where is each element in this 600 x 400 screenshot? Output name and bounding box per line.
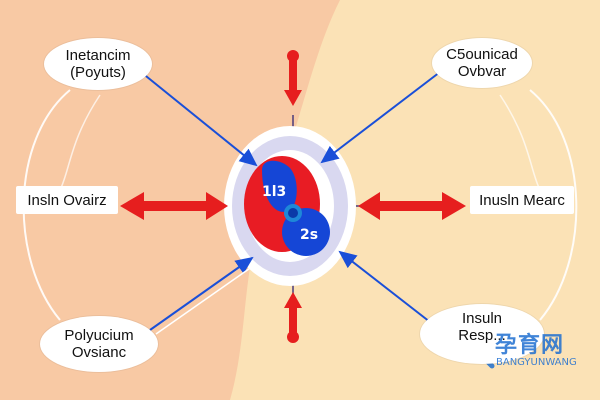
- label-mid-right-text: Inusln Mearc: [479, 191, 565, 209]
- connector-ring-right: [529, 89, 578, 321]
- core-center-dot-inner: [288, 208, 298, 218]
- blue-arrow-bottom-left: [149, 256, 254, 331]
- watermark-sub: BANGYUNWANG: [496, 357, 577, 368]
- center-top-value: 1l3: [262, 184, 287, 200]
- blue-arrow-bottom-left-shadow: [155, 263, 257, 335]
- red-arrow-top: [284, 50, 302, 106]
- blue-arrow-top-left: [135, 67, 258, 167]
- blue-arrow-top-right: [320, 71, 441, 164]
- blue-arrow-bottom-right: [338, 250, 431, 323]
- label-top-right-text: C5ounicad Ovbvar: [446, 46, 518, 80]
- label-bottom-left-text: Polyucium Ovsianc: [64, 327, 134, 361]
- connector-ring-right-inner: [499, 94, 541, 191]
- watermark-brand: 孕育网: [495, 333, 565, 358]
- label-mid-left-text: Insln Ovairz: [27, 191, 107, 209]
- label-top-right: C5ounicad Ovbvar: [432, 38, 532, 88]
- label-top-left-text: Inetancim (Poyuts): [65, 47, 131, 81]
- red-arrow-right: [358, 192, 466, 220]
- red-arrow-left: [120, 192, 228, 220]
- label-bottom-right: Insuln Resp...: [420, 304, 544, 364]
- red-arrow-bottom: [284, 292, 302, 343]
- connector-ring-left-inner: [59, 94, 101, 191]
- label-mid-left: Insln Ovairz: [16, 186, 118, 214]
- label-mid-right: Inusln Mearc: [470, 186, 574, 214]
- core-blue-lobe-top: [262, 160, 297, 212]
- center-bottom-value: 2s: [300, 227, 319, 243]
- label-bottom-right-text: Insuln Resp...: [458, 310, 506, 344]
- background-right: [230, 0, 600, 400]
- label-bottom-left: Polyucium Ovsianc: [40, 316, 158, 372]
- label-top-left: Inetancim (Poyuts): [44, 38, 152, 90]
